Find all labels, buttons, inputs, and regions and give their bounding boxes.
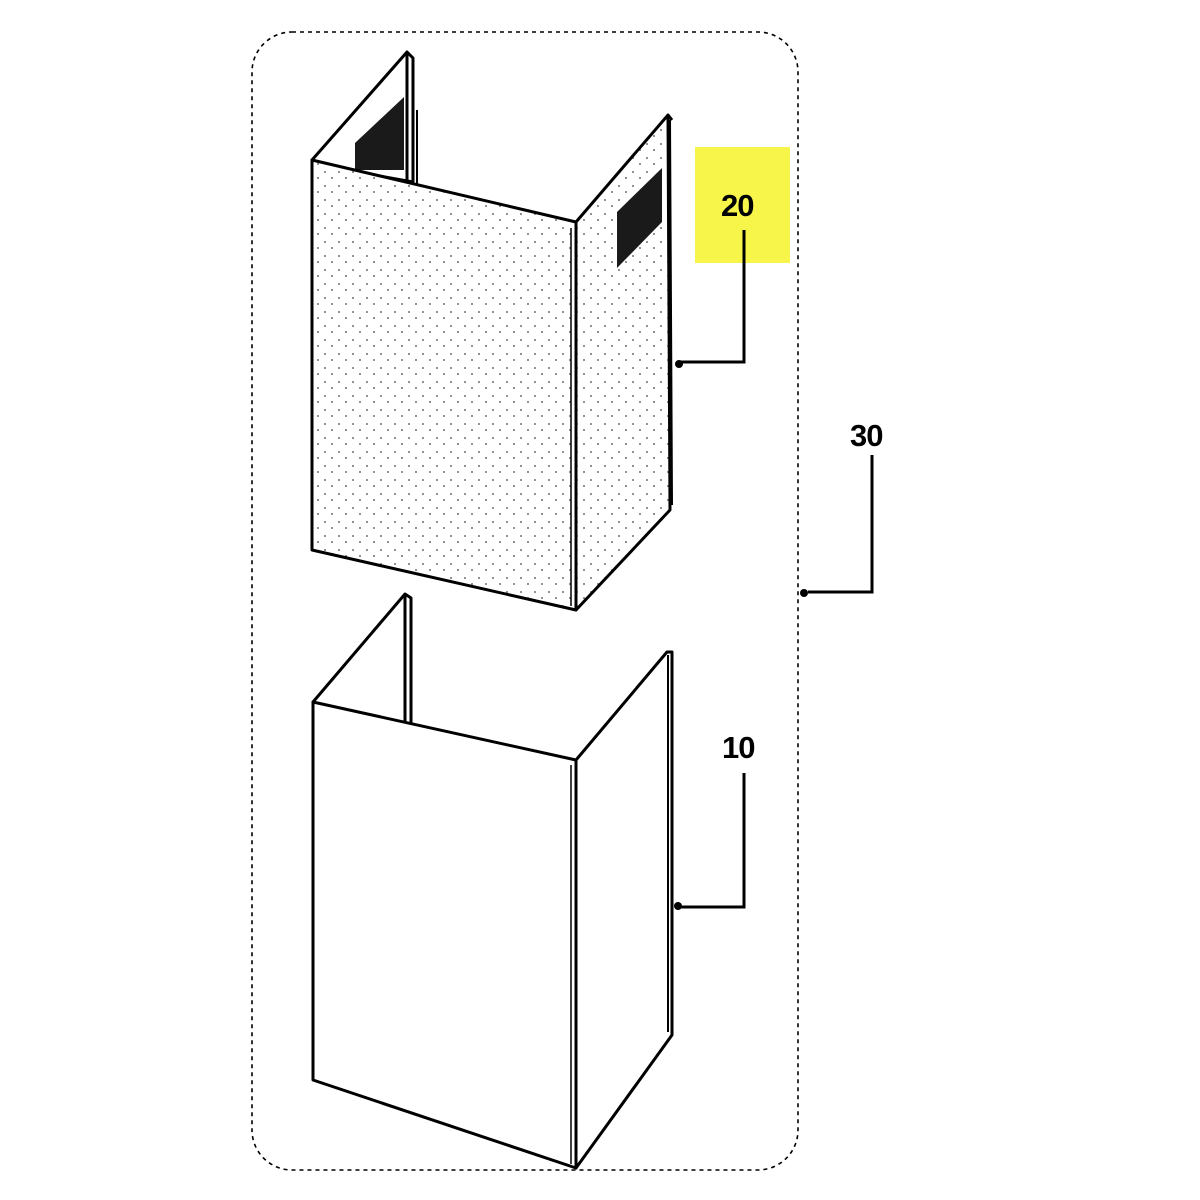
lower-cover-front-panel (311, 700, 578, 1170)
upper-chimney-cover-20 (310, 50, 674, 612)
leader-line-20 (675, 230, 746, 368)
upper-cover-vent-slot-right (617, 168, 662, 268)
upper-cover-front-panel (310, 158, 578, 612)
callout-label-30: 30 (850, 418, 883, 453)
callout-label-20: 20 (721, 188, 754, 223)
lower-chimney-cover-10 (311, 592, 674, 1170)
callout-label-10: 10 (722, 730, 755, 765)
leader-line-10 (674, 773, 746, 910)
leader-line-30 (800, 455, 874, 597)
upper-cover-right-panel (574, 113, 672, 612)
upper-cover-vent-slot-left (355, 97, 404, 170)
assembly-outline-30 (251, 31, 799, 1171)
lower-cover-right-panel (574, 650, 674, 1170)
